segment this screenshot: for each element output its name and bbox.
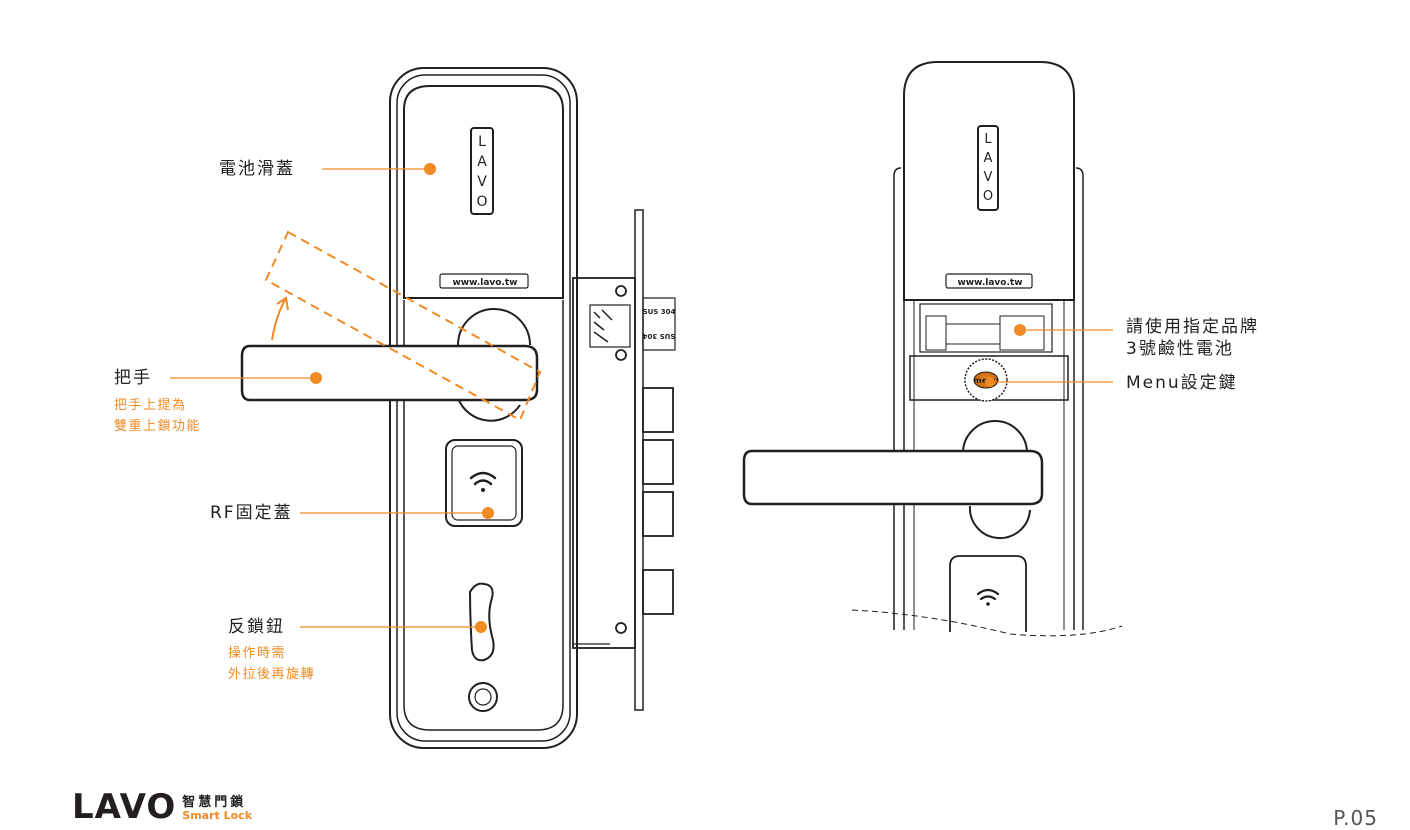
lock-knob-label: 反鎖鈕 <box>228 617 285 637</box>
leader-dots <box>310 163 1026 633</box>
svg-text:V: V <box>477 174 487 190</box>
handle-label: 把手 <box>114 368 152 388</box>
steel-mark-top: SUS 304 <box>643 308 676 316</box>
key-cylinder <box>468 682 498 712</box>
lock-knob <box>468 582 495 662</box>
brand-logo: LAVO 智慧門鎖 Smart Lock <box>72 787 253 827</box>
front-logo-badge <box>470 127 494 215</box>
svg-text:A: A <box>477 154 487 170</box>
back-top-cap <box>903 61 1075 301</box>
svg-text:L: L <box>984 132 992 147</box>
brand-logo-en: Smart Lock <box>182 809 253 822</box>
back-lock-view <box>742 61 1084 632</box>
battery-cover-label: 電池滑蓋 <box>219 159 295 179</box>
battery-compartment <box>919 303 1053 353</box>
knob-note-line2: 外拉後再旋轉 <box>228 667 316 682</box>
mortise-body <box>572 209 676 711</box>
steel-mark-bottom: SUS 304 <box>642 332 675 340</box>
handle-lift-indicator <box>264 230 542 422</box>
handle-lever <box>240 344 539 402</box>
back-website-label: www.lavo.tw <box>957 278 1022 288</box>
battery-slide-cover <box>403 85 564 299</box>
back-wifi-icon <box>976 588 1000 606</box>
svg-text:O: O <box>983 189 993 204</box>
door-cut-line <box>851 609 1123 637</box>
menu-key-label: Menu設定鍵 <box>1126 373 1238 393</box>
front-outer-plate <box>389 67 578 749</box>
svg-text:O: O <box>476 194 487 210</box>
brand-logo-word: LAVO <box>72 787 177 827</box>
brand-logo-cn: 智慧門鎖 <box>182 795 247 810</box>
leader-lines <box>170 168 1113 628</box>
battery-note-line1: 請使用指定品牌 <box>1126 317 1259 337</box>
rf-cover-label: RF固定蓋 <box>210 503 293 523</box>
handle-note-line1: 把手上提為 <box>114 398 187 413</box>
back-logo-badge <box>977 125 999 211</box>
rf-wifi-icon <box>469 471 497 492</box>
back-logo-letters: L A V O <box>983 132 993 204</box>
page-number: P.05 <box>1333 806 1378 830</box>
back-handle-lever <box>742 449 1044 506</box>
handle-note-line2: 雙重上鎖功能 <box>114 419 202 434</box>
rf-cover <box>445 439 523 527</box>
front-lock-view <box>240 67 578 749</box>
knob-note-line1: 操作時需 <box>228 646 287 661</box>
lift-arrow <box>271 299 286 341</box>
battery-note-line2: 3號鹼性電池 <box>1126 339 1234 359</box>
svg-text:A: A <box>984 151 993 166</box>
front-logo-letters: L A V O <box>476 134 487 210</box>
front-website-label: www.lavo.tw <box>452 278 517 288</box>
svg-text:L: L <box>478 134 486 150</box>
svg-text:V: V <box>984 170 993 185</box>
